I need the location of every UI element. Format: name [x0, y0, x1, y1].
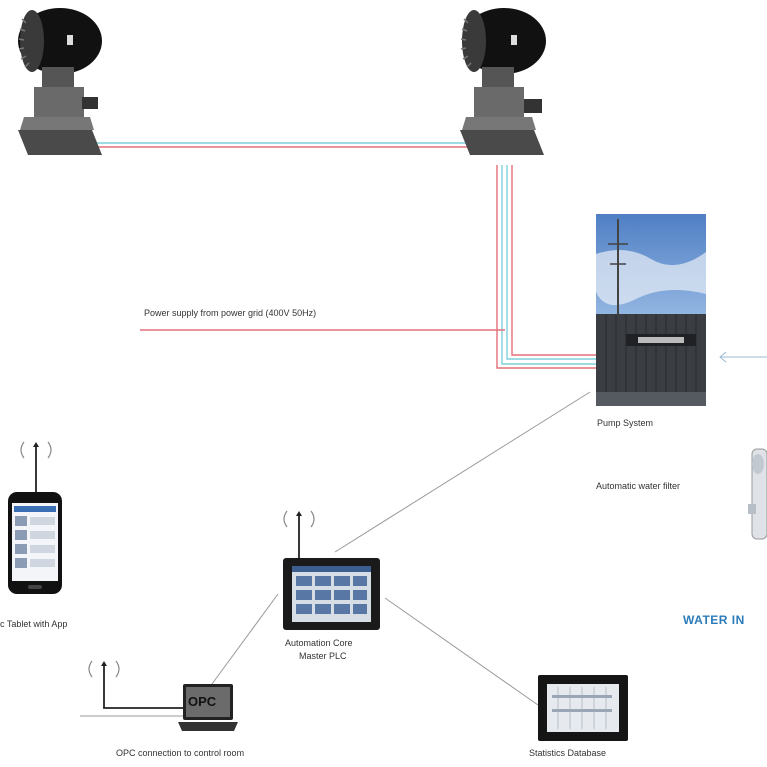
mist-cannon-left-icon — [18, 8, 102, 155]
mist-cannon-right-icon — [460, 8, 546, 155]
database-label: Statistics Database — [529, 748, 607, 758]
cannon-link-cable — [85, 142, 495, 148]
pump-system-icon — [596, 214, 706, 406]
opc-connection-label: OPC connection to control room — [116, 748, 245, 758]
cannon-pump-cable — [496, 165, 598, 369]
wifi-antenna-icon — [88, 660, 120, 678]
laptop-screen-label: OPC — [188, 694, 217, 709]
opc-antenna-lead — [103, 675, 192, 709]
laptop-icon: OPC — [178, 684, 238, 734]
database-monitor-icon — [538, 675, 628, 741]
plc-database-link — [384, 597, 539, 706]
water-in-arrow — [719, 351, 767, 363]
pump-system-label: Pump System — [597, 418, 654, 428]
plc-panel-icon — [283, 558, 380, 630]
plc-label-line2: Master PLC — [299, 651, 347, 661]
water-filter-label: Automatic water filter — [596, 481, 681, 491]
smartphone-icon — [8, 492, 62, 594]
wifi-antenna-icon — [283, 510, 315, 528]
tablet-label: c Tablet with App — [0, 619, 68, 629]
water-filter-icon — [748, 448, 767, 540]
plc-pump-link — [334, 391, 591, 553]
plc-laptop-link — [211, 593, 279, 685]
power-supply-label: Power supply from power grid (400V 50Hz) — [144, 308, 317, 318]
plc-label-line1: Automation Core — [285, 638, 353, 648]
wifi-antenna-icon — [20, 441, 52, 459]
water-in-label: WATER IN — [683, 613, 745, 627]
